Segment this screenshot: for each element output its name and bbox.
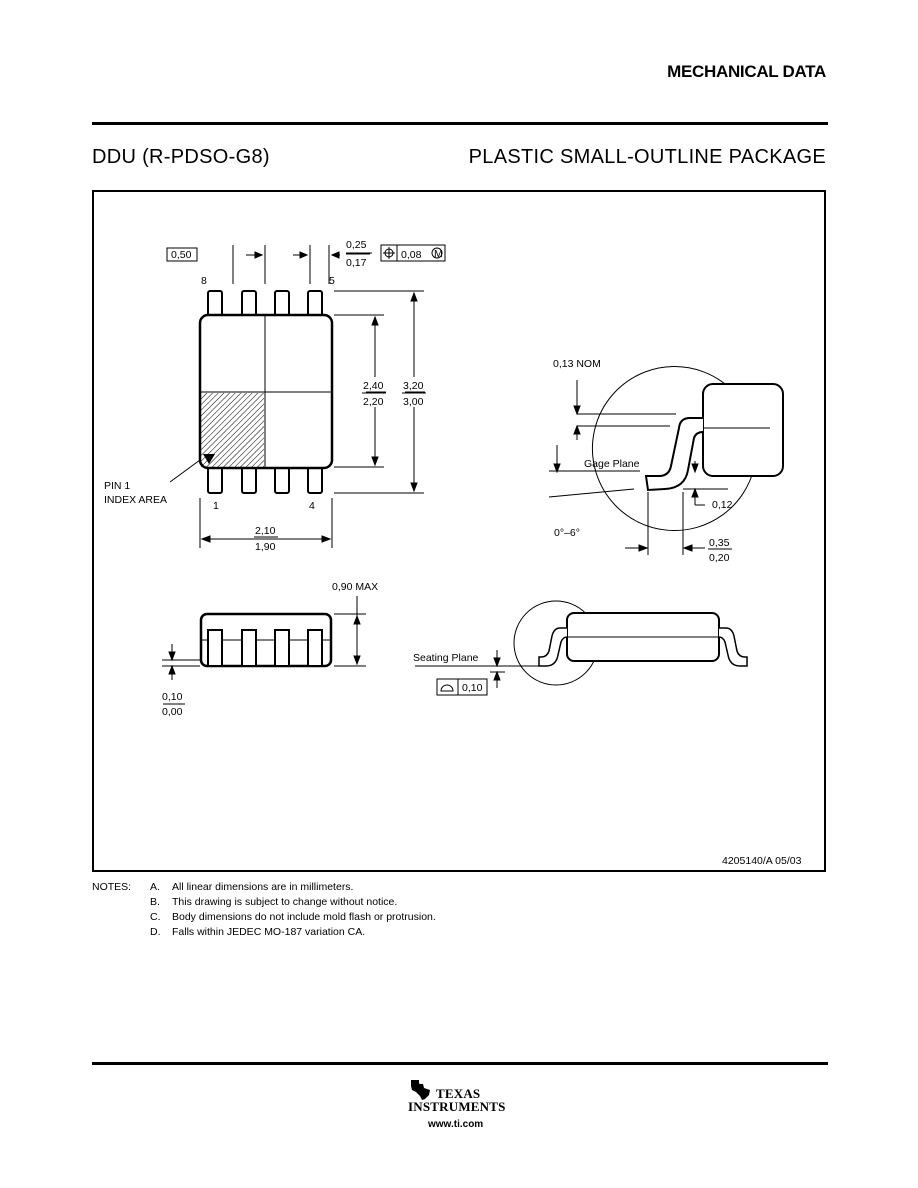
dim-lead-thickness: 0,13 NOM <box>553 358 601 370</box>
svg-text:ti: ti <box>414 1082 420 1094</box>
top-view-leads-top <box>207 290 323 318</box>
ti-state-icon: ti <box>411 1080 430 1100</box>
footer-url[interactable]: www.ti.com <box>428 1119 484 1130</box>
package-code: DDU (R-PDSO-G8) <box>92 146 270 168</box>
dim-height-max: 0,90 MAX <box>332 581 378 593</box>
pin1-label-2: INDEX AREA <box>104 494 167 506</box>
pin1-label: PIN 1 <box>104 480 130 492</box>
dim-body-length-max: 2,10 <box>255 525 276 537</box>
note-item: A.All linear dimensions are in millimete… <box>150 881 354 893</box>
header-rule <box>92 122 828 125</box>
mmc-symbol: M <box>434 248 443 260</box>
dim-standoff-min: 0,00 <box>162 706 183 718</box>
pin1-marker <box>203 454 215 464</box>
note-item: B.This drawing is subject to change with… <box>150 896 398 908</box>
dim-foot-max: 0,35 <box>709 537 730 549</box>
dim-angle: 0°–6° <box>554 527 580 539</box>
brand-line1: TEXAS <box>436 1086 481 1101</box>
pin1-leader <box>169 459 201 483</box>
note-item: C.Body dimensions do not include mold fl… <box>150 911 436 923</box>
dim-lead-width-max: 0,25 <box>346 239 367 251</box>
seating-plane-label: Seating Plane <box>413 652 479 664</box>
pin-label-4: 4 <box>309 500 315 512</box>
note-item: D.Falls within JEDEC MO-187 variation CA… <box>150 926 366 938</box>
dim-position-tol: 0,08 <box>401 249 422 261</box>
dim-overall-width-max: 3,20 <box>403 380 424 392</box>
dim-coplanarity: 0,10 <box>462 682 483 694</box>
footer-rule <box>92 1062 828 1065</box>
dim-gage: 0,12 <box>712 499 733 511</box>
dim-body-width-max: 2,40 <box>363 380 384 392</box>
drawing-frame <box>92 190 826 872</box>
top-view-leads-bottom <box>207 465 323 494</box>
package-description: PLASTIC SMALL-OUTLINE PACKAGE <box>468 146 826 168</box>
gage-plane-label: Gage Plane <box>584 458 640 470</box>
dim-lead-width-min: 0,17 <box>346 257 367 269</box>
ti-logo: ti TEXAS INSTRUMENTS www.ti.com <box>408 1078 518 1132</box>
pin-label-1: 1 <box>213 500 219 512</box>
notes-label: NOTES: <box>92 881 132 893</box>
pin-label-5: 5 <box>329 275 335 287</box>
page-header-title: MECHANICAL DATA <box>667 62 826 81</box>
dim-pitch: 0,50 <box>171 249 192 261</box>
brand-line2: INSTRUMENTS <box>408 1099 506 1114</box>
dim-standoff-max: 0,10 <box>162 691 183 703</box>
dim-body-width-min: 2,20 <box>363 396 384 408</box>
dim-foot-min: 0,20 <box>709 552 730 564</box>
doc-id: 4205140/A 05/03 <box>722 855 802 867</box>
dim-body-length-min: 1,90 <box>255 541 276 553</box>
pin-label-8: 8 <box>201 275 207 287</box>
dim-overall-width-min: 3,00 <box>403 396 424 408</box>
